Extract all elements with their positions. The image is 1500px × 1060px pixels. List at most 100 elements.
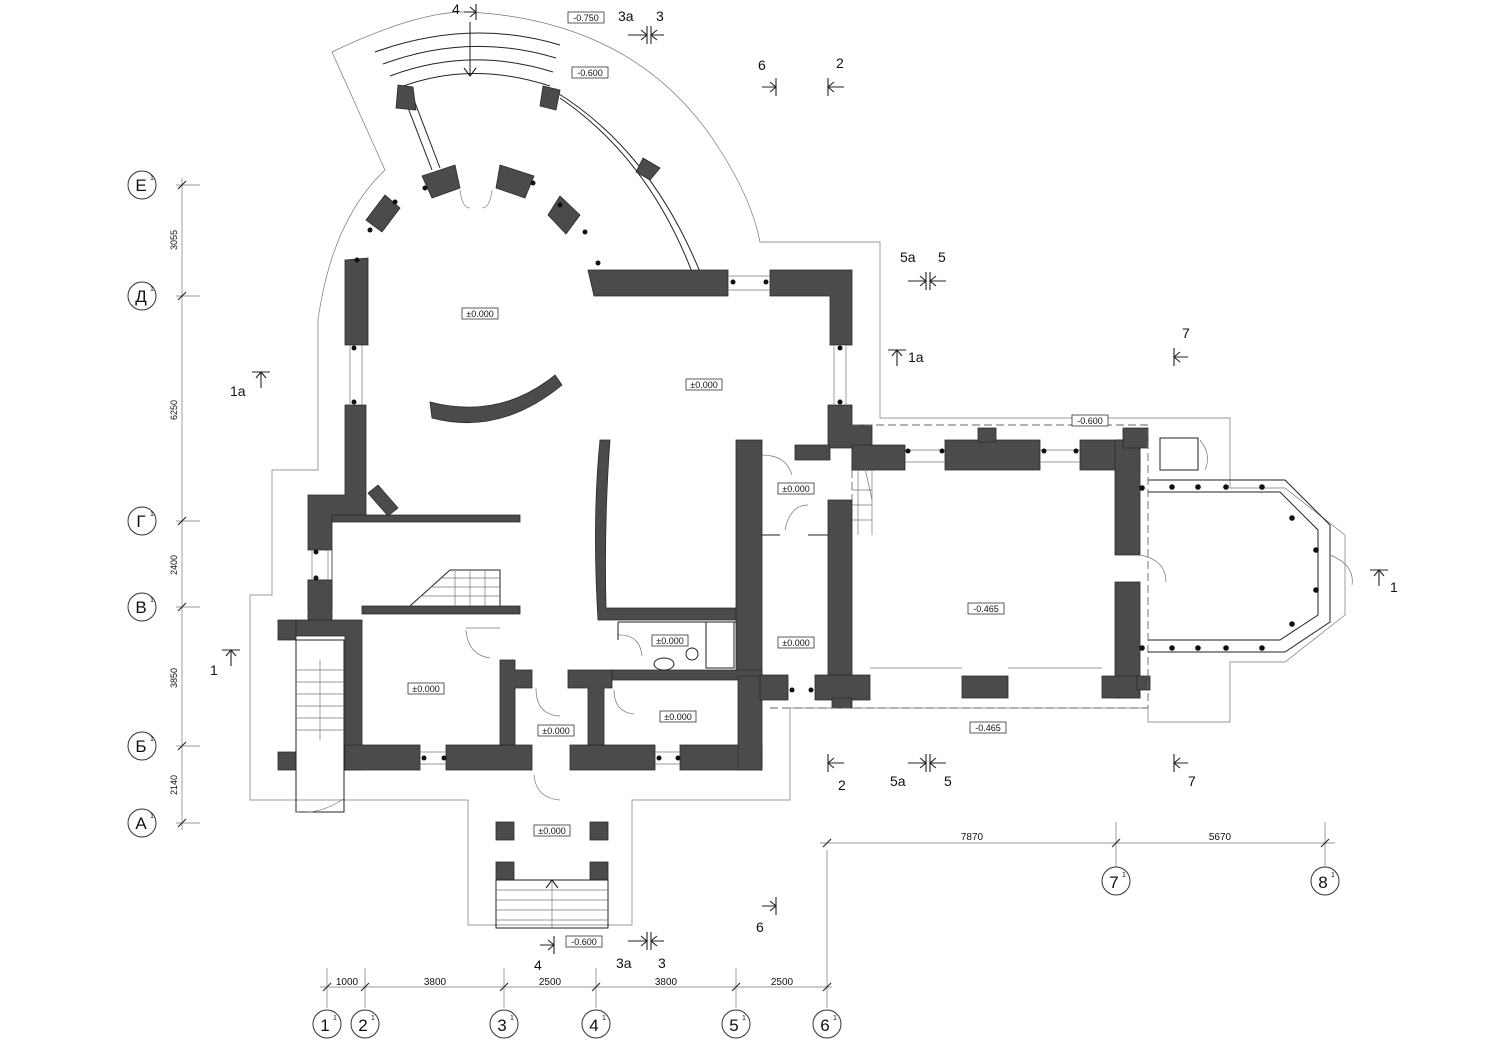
section-mark-1-right: 1 bbox=[1370, 569, 1398, 595]
blind-area-outline bbox=[249, 11, 1346, 926]
section-label: 2 bbox=[838, 777, 846, 793]
level-room-right: ±0.000 bbox=[659, 710, 697, 723]
dimension-text: 3800 bbox=[655, 977, 678, 988]
dimension-text: 5670 bbox=[1209, 832, 1232, 843]
level-text: -0.600 bbox=[1077, 416, 1103, 426]
axis-label: 3 bbox=[497, 1016, 506, 1035]
level-corridor: ±0.000 bbox=[777, 636, 815, 649]
level-top-inner: -0.600 bbox=[571, 66, 609, 79]
section-mark-6-top: 6 bbox=[758, 57, 777, 96]
axis-label: 5 bbox=[729, 1016, 738, 1035]
section-mark-4-bottom: 4 bbox=[534, 936, 555, 973]
section-label: 5а bbox=[900, 249, 916, 265]
section-label: 3а bbox=[616, 955, 632, 971]
horizontal-axes: Е 1 Д 1 Г 1 В 1 Б 1 А 1 bbox=[127, 170, 157, 838]
section-label: 2 bbox=[836, 55, 844, 71]
level-hall: ±0.000 bbox=[685, 378, 723, 391]
doors bbox=[295, 189, 1353, 813]
section-label: 4 bbox=[452, 1, 460, 17]
walls bbox=[277, 84, 1151, 881]
section-label: 1а bbox=[908, 349, 924, 365]
section-label: 6 bbox=[758, 57, 766, 73]
level-bottom-porch: -0.600 bbox=[565, 935, 603, 948]
axis-2: 2 1 bbox=[350, 1009, 380, 1039]
dimension-text: 2140 bbox=[169, 775, 179, 795]
level-porch: ±0.000 bbox=[533, 824, 571, 837]
axis-superscript: 1 bbox=[371, 1015, 375, 1022]
east-veranda bbox=[1139, 437, 1331, 653]
level-text: ±0.000 bbox=[782, 638, 809, 648]
right-dimension-chain: 7870 5670 bbox=[820, 822, 1335, 868]
level-text: ±0.000 bbox=[664, 712, 691, 722]
axis-superscript: 1 bbox=[150, 813, 154, 820]
axis-G: Г 1 bbox=[127, 506, 157, 536]
section-label: 7 bbox=[1188, 773, 1196, 789]
axis-3: 3 1 bbox=[489, 1009, 519, 1039]
axis-superscript: 1 bbox=[150, 286, 154, 293]
section-label: 1а bbox=[230, 383, 246, 399]
axis-superscript: 1 bbox=[150, 736, 154, 743]
section-label: 6 bbox=[756, 919, 764, 935]
axis-superscript: 1 bbox=[833, 1015, 837, 1022]
dimension-text: 6250 bbox=[169, 400, 179, 420]
dimension-text: 2400 bbox=[169, 555, 179, 575]
level-text: ±0.000 bbox=[690, 380, 717, 390]
section-mark-1a-left: 1а bbox=[230, 371, 270, 399]
axis-E: Е 1 bbox=[127, 170, 157, 200]
axis-superscript: 1 bbox=[602, 1015, 606, 1022]
axis-label: 6 bbox=[820, 1016, 829, 1035]
axis-7: 7 1 bbox=[1101, 866, 1131, 896]
section-mark-3-top: 3а 3 bbox=[618, 8, 664, 44]
level-text: -0.465 bbox=[973, 604, 999, 614]
axis-1: 1 1 bbox=[312, 1009, 342, 1039]
windows bbox=[311, 180, 1102, 765]
axis-V: В 1 bbox=[127, 592, 157, 622]
section-mark-2-bottom: 2 bbox=[827, 754, 846, 793]
level-text: -0.600 bbox=[577, 68, 603, 78]
section-mark-6-bottom: 6 bbox=[756, 897, 777, 935]
level-text: ±0.000 bbox=[538, 826, 565, 836]
axis-label: 4 bbox=[589, 1016, 598, 1035]
section-label: 5 bbox=[938, 249, 946, 265]
axis-label: 8 bbox=[1318, 873, 1327, 892]
section-mark-2-top: 2 bbox=[827, 55, 844, 96]
stairs bbox=[295, 470, 873, 929]
axis-superscript: 1 bbox=[150, 175, 154, 182]
level-text: ±0.000 bbox=[466, 309, 493, 319]
axis-superscript: 1 bbox=[510, 1015, 514, 1022]
dimension-text: 2500 bbox=[539, 977, 562, 988]
axis-6: 6 1 bbox=[812, 1009, 842, 1039]
section-mark-1-left: 1 bbox=[210, 649, 240, 678]
level-text: ±0.000 bbox=[656, 636, 683, 646]
section-label: 5а bbox=[890, 773, 906, 789]
dimension-text: 2500 bbox=[771, 977, 794, 988]
section-mark-1a-right: 1а bbox=[888, 349, 924, 366]
vertical-axes: 1 1 2 1 3 1 4 1 5 1 6 1 7 bbox=[312, 866, 1340, 1039]
axis-label: В bbox=[135, 598, 146, 617]
section-mark-7-top: 7 bbox=[1173, 325, 1190, 366]
axis-D: Д 1 bbox=[127, 281, 157, 311]
axis-4: 4 1 bbox=[581, 1009, 611, 1039]
level-room-left: ±0.000 bbox=[407, 682, 445, 695]
axis-label: А bbox=[135, 814, 147, 833]
level-east-bottom: -0.465 bbox=[969, 721, 1007, 734]
section-mark-5-bottom: 5а 5 bbox=[890, 754, 952, 789]
axis-superscript: 1 bbox=[150, 597, 154, 604]
section-label: 7 bbox=[1182, 325, 1190, 341]
level-east-hall: -0.465 bbox=[967, 602, 1005, 615]
section-label: 5 bbox=[944, 773, 952, 789]
dimension-text: 3850 bbox=[169, 668, 179, 688]
section-mark-7-bottom: 7 bbox=[1173, 754, 1196, 789]
level-text: -0.465 bbox=[975, 723, 1001, 733]
section-mark-5-top: 5а 5 bbox=[900, 249, 946, 290]
section-mark-4-top: 4 bbox=[452, 1, 477, 20]
left-dimension-chain: 3055 6250 2400 3850 2140 bbox=[169, 178, 200, 830]
axis-label: 7 bbox=[1109, 873, 1118, 892]
level-vestibule: ±0.000 bbox=[537, 724, 575, 737]
section-label: 3а bbox=[618, 8, 634, 24]
dimension-text: 3055 bbox=[169, 230, 179, 250]
section-label: 1 bbox=[210, 662, 218, 678]
dimension-text: 3800 bbox=[424, 977, 447, 988]
level-rotunda: ±0.000 bbox=[461, 307, 499, 320]
